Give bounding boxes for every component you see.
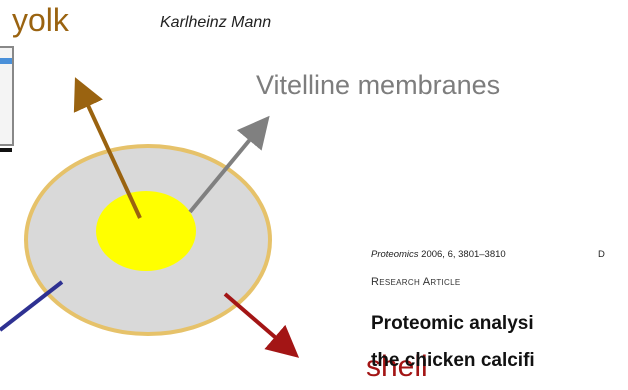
journal-citation: Proteomics 2006, 6, 3801–3810 xyxy=(371,249,506,260)
article-title-line-1: Proteomic analysi xyxy=(371,313,534,335)
article-title-line-2: the chicken calcifi xyxy=(371,350,535,372)
author-name: Karlheinz Mann xyxy=(160,14,271,32)
egg-yolk xyxy=(96,191,196,271)
citation-trailing: D xyxy=(598,249,605,260)
shell-arrow xyxy=(225,294,290,350)
journal-name: Proteomics xyxy=(371,249,419,260)
egg-white-arrow xyxy=(0,282,62,330)
citation-details: 2006, 6, 3801–3810 xyxy=(421,249,506,260)
vitelline-label: Vitelline membranes xyxy=(256,70,500,101)
yolk-label: yolk xyxy=(12,4,69,36)
article-type: Research Article xyxy=(371,276,461,288)
